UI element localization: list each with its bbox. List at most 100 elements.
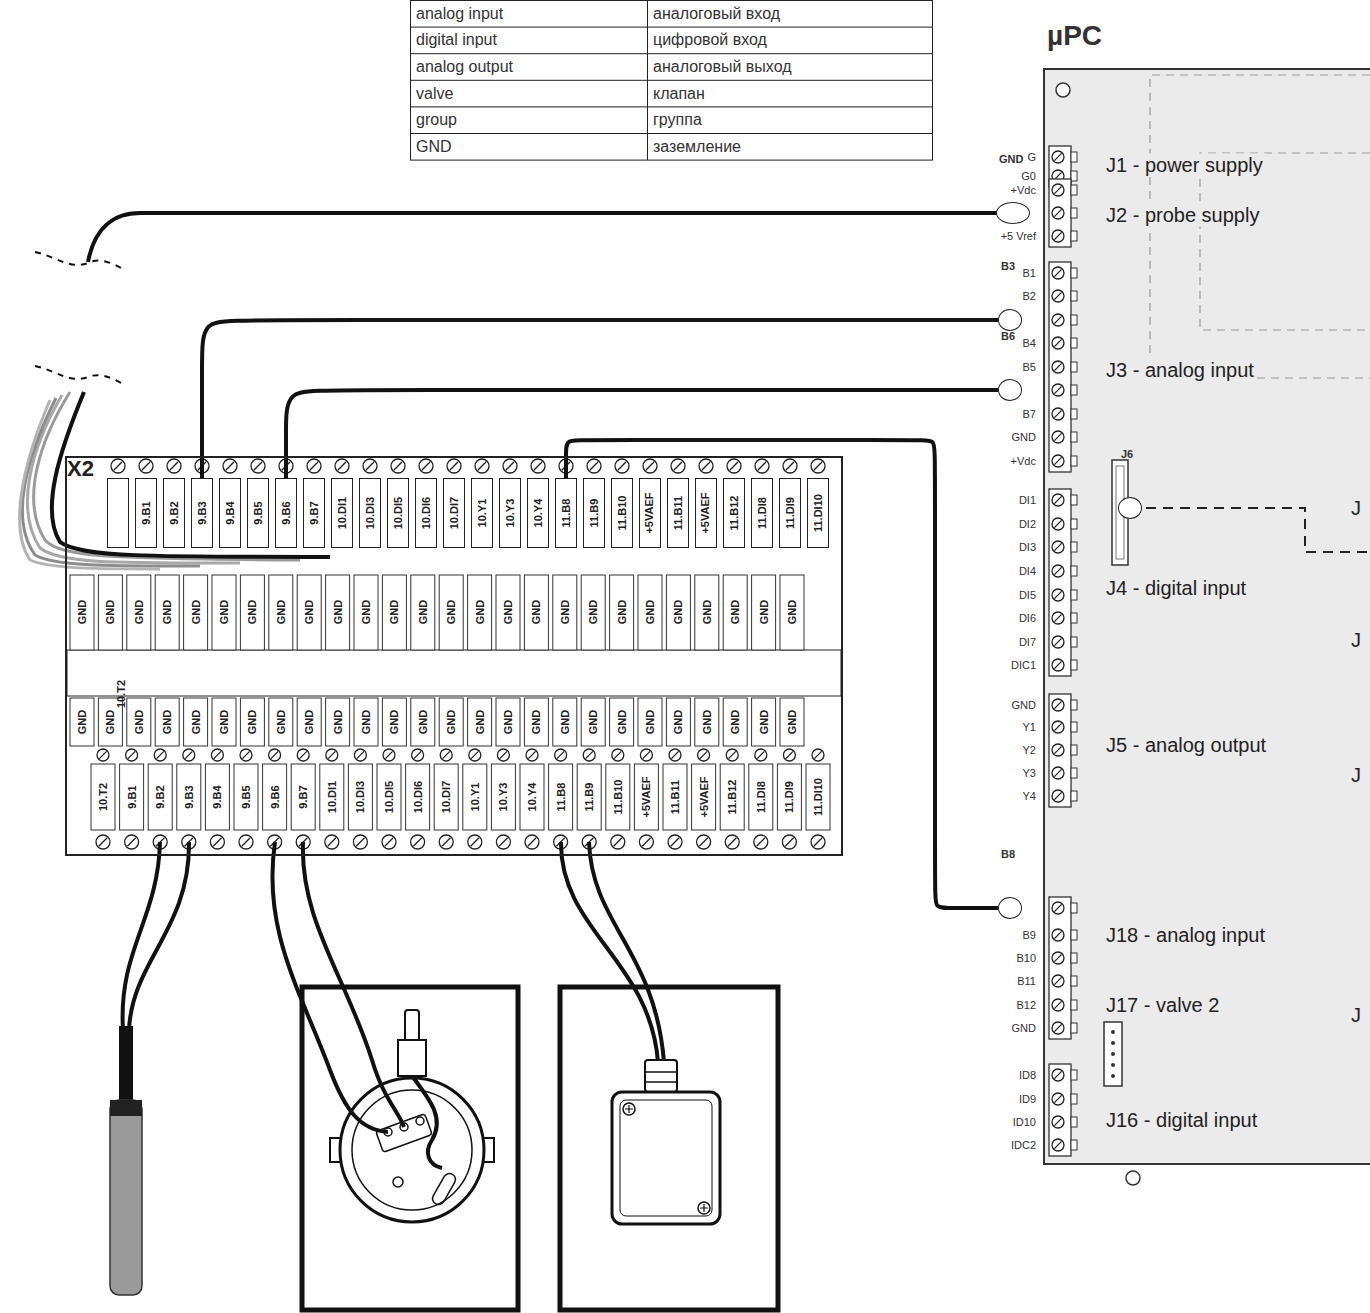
- dashed-link: [1146, 508, 1370, 552]
- terminal-cell: [806, 764, 830, 830]
- wire: [20, 400, 160, 569]
- screw-slot: [1054, 701, 1061, 708]
- table-cell: analog input: [416, 5, 503, 23]
- terminal-name: 10.Y1: [476, 499, 488, 528]
- terminal-tab: [1071, 456, 1077, 466]
- screw-slot: [310, 462, 318, 470]
- pin-name: +Vdc: [1011, 455, 1036, 468]
- table-cell: group: [416, 111, 457, 129]
- pin-dot: [1111, 1030, 1115, 1034]
- screw-slot: [702, 462, 710, 470]
- screw: [1052, 151, 1064, 163]
- screw-slot: [1054, 1071, 1061, 1078]
- terminal-name: 10.DI7: [440, 781, 453, 813]
- screw-slot: [254, 462, 262, 470]
- terminal: 9.B6: [275, 478, 297, 548]
- terminal-tab: [1071, 1094, 1077, 1104]
- terminal-cell: [411, 698, 435, 746]
- terminal-name: 9.B4: [211, 785, 224, 808]
- terminal-name: GND: [587, 710, 600, 734]
- screw-slot: [413, 838, 421, 846]
- terminal-cell: [98, 575, 122, 650]
- terminal-cell: [695, 575, 719, 650]
- terminal-cell: [723, 575, 747, 650]
- screw-slot: [1054, 186, 1061, 193]
- terminal-cell: [348, 764, 372, 830]
- screw: [526, 749, 538, 761]
- screw-slot: [328, 751, 335, 758]
- screw-slot: [170, 462, 178, 470]
- terminal-name: 11.B11: [672, 496, 684, 530]
- screw-slot: [1054, 433, 1061, 440]
- terminal-tab: [1071, 432, 1077, 442]
- terminal-name: 11.B9: [588, 499, 600, 528]
- screw-slot: [1054, 316, 1061, 323]
- terminal-name: GND: [502, 710, 515, 734]
- terminal-cell: [638, 698, 662, 746]
- screw-slot: [271, 751, 278, 758]
- terminal-cell: [634, 764, 658, 830]
- terminal-cell: [581, 575, 605, 650]
- pin-name: DI5: [1019, 589, 1036, 602]
- screw: [698, 1202, 710, 1214]
- wire: [123, 842, 160, 1030]
- terminal-name: GND: [729, 600, 742, 624]
- screw-slot: [642, 838, 650, 846]
- terminal-cell: [439, 575, 463, 650]
- temperature-probe: [110, 842, 189, 1295]
- screw: [447, 459, 461, 473]
- terminal-cell: [666, 698, 690, 746]
- screw-slot: [1054, 1118, 1061, 1125]
- screw: [210, 835, 224, 849]
- screw-slot: [1054, 209, 1061, 216]
- screw-terminal: [1049, 489, 1071, 676]
- connector-name: J: [1348, 497, 1364, 520]
- screw-slot: [1054, 638, 1061, 645]
- terminal: 10.T2: [107, 478, 129, 548]
- screw: [411, 835, 425, 849]
- terminal-name: GND: [786, 710, 799, 734]
- terminal-tab: [1071, 542, 1077, 552]
- terminal-name: 11.B10: [616, 496, 628, 531]
- screw: [1052, 999, 1064, 1011]
- screw: [615, 459, 629, 473]
- screw: [1052, 612, 1064, 624]
- terminal-name: 10.DI5: [383, 781, 396, 813]
- screw: [1052, 267, 1064, 279]
- wire: [561, 842, 658, 1062]
- terminal-name: 11.DI8: [756, 497, 768, 529]
- screw-slot: [730, 462, 738, 470]
- dashed-outline: [1200, 153, 1370, 330]
- screw-slot: [414, 751, 421, 758]
- screw-slot: [1054, 904, 1061, 911]
- terminal-name: 9.B2: [168, 501, 180, 524]
- screw-slot: [786, 751, 793, 758]
- screw-slot: [1054, 661, 1061, 668]
- terminal-name: GND: [76, 600, 89, 624]
- wire: [88, 213, 998, 262]
- terminal: 9.B4: [219, 478, 241, 548]
- screw-slot: [700, 751, 707, 758]
- sensor-frame: [302, 987, 518, 1310]
- gland-ring: [645, 1071, 677, 1073]
- screw: [240, 749, 252, 761]
- terminal-tab: [1071, 590, 1077, 600]
- screw-slot: [785, 838, 793, 846]
- terminal-tab: [1071, 152, 1077, 162]
- screw-slot: [757, 751, 764, 758]
- terminal: 11.B11: [667, 478, 689, 548]
- screw: [611, 835, 625, 849]
- terminal-tab: [1071, 722, 1077, 732]
- screw: [251, 459, 265, 473]
- screw: [583, 749, 595, 761]
- screw-slot: [528, 751, 535, 758]
- table-cell: аналоговый выход: [653, 58, 792, 76]
- box-sensor: [560, 842, 778, 1310]
- terminal-name: GND: [729, 710, 742, 734]
- connector-name: J4 - digital input: [1103, 577, 1249, 600]
- oval-hole: [430, 1171, 457, 1206]
- terminal-cell: [524, 698, 548, 746]
- pin-name: B12: [1016, 999, 1036, 1012]
- screw: [1052, 541, 1064, 553]
